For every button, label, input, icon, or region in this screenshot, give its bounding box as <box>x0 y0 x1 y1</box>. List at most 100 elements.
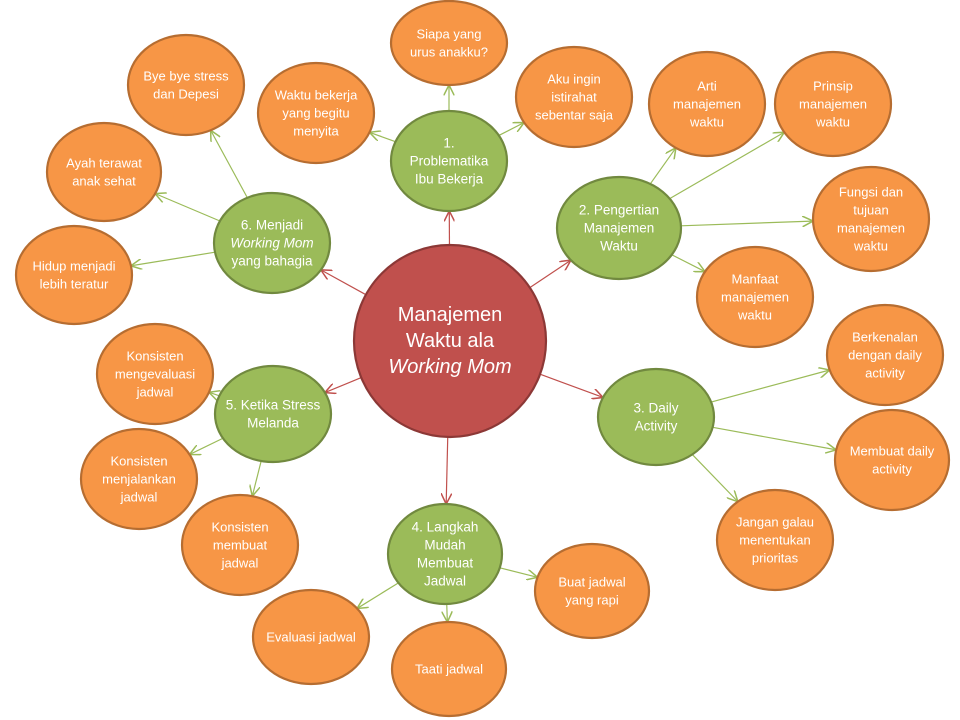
topic-6-to-leaf-3-arrow <box>132 251 216 265</box>
subtopic-node-3-3-label-line: prioritas <box>752 551 799 566</box>
subtopic-node-3-3-label-line: Jangan galau <box>736 515 814 530</box>
subtopic-node-2-3-label-line: waktu <box>853 239 888 254</box>
topic-node-1-label-line: Ibu Bekerja <box>415 172 484 187</box>
topic-2-to-leaf-3-arrow <box>680 221 812 226</box>
subtopic-node-3-3-shape <box>715 488 835 592</box>
topic-node-2-label-line: Waktu <box>600 239 638 254</box>
subtopic-node-6-1-label-line: dan Depesi <box>153 87 219 102</box>
topic-4-to-leaf-1-arrow <box>499 567 537 577</box>
topic-node-1-label-line: 1. <box>443 136 454 151</box>
subtopic-node-1-1-shape <box>256 61 376 165</box>
subtopic-node-2-3-label-line: Fungsi dan <box>839 185 903 200</box>
subtopic-node-4-2: Taati jadwal <box>390 620 508 718</box>
subtopic-node-3-3-label-line: menentukan <box>739 533 811 548</box>
topic-node-2-shape <box>555 175 683 281</box>
topic-node-6-shape <box>212 191 332 295</box>
central-topic-node-label-line: Waktu ala <box>406 330 495 352</box>
subtopic-node-2-1-label-line: Arti <box>697 79 717 94</box>
topic-3-to-leaf-2-arrow <box>712 426 836 449</box>
subtopic-node-5-3-shape <box>180 493 300 597</box>
subtopic-node-3-1-label-line: activity <box>865 366 905 381</box>
subtopic-node-3-2-shape <box>833 408 951 512</box>
topic-node-5-label-line: 5. Ketika Stress <box>226 398 321 413</box>
topic-5-to-leaf-1-arrow <box>210 393 219 396</box>
topic-node-6-label-line: 6. Menjadi <box>241 218 303 233</box>
subtopic-node-5-1-label-line: jadwal <box>136 385 174 400</box>
topic-node-5-label-line: Melanda <box>247 416 299 431</box>
subtopic-node-2-1-shape <box>647 50 767 158</box>
subtopic-node-4-1-label-line: Buat jadwal <box>558 575 625 590</box>
subtopic-node-6-1: Bye bye stress dan Depesi <box>126 33 246 137</box>
subtopic-node-1-1-label-line: menyita <box>293 124 339 139</box>
subtopic-node-2-1-label-line: manajemen <box>673 97 741 112</box>
topic-1-to-leaf-1-arrow <box>370 133 396 143</box>
topic-node-2-label-line: 2. Pengertian <box>579 203 659 218</box>
subtopic-node-1-1-label-line: Waktu bekerja <box>275 88 358 103</box>
subtopic-node-1-1-label-line: yang begitu <box>282 106 349 121</box>
topic-1-to-leaf-3-arrow <box>498 123 523 137</box>
subtopic-node-1-2-shape <box>389 0 509 87</box>
subtopic-node-5-1-shape <box>95 322 215 426</box>
subtopic-node-1-3-label-line: Aku ingin <box>547 72 600 87</box>
topic-6-to-leaf-1-arrow <box>211 131 248 199</box>
topic-node-3-label-line: Activity <box>635 419 678 434</box>
subtopic-node-2-2-label-line: manajemen <box>799 97 867 112</box>
subtopic-node-5-3-label-line: jadwal <box>221 556 259 571</box>
subtopic-node-5-1-label-line: mengevaluasi <box>115 367 195 382</box>
subtopic-node-1-3-shape <box>514 45 634 149</box>
connector-layer <box>132 86 835 621</box>
topic-4-to-leaf-2-arrow <box>447 603 448 621</box>
subtopic-node-1-2-label-line: urus anakku? <box>410 45 488 60</box>
topic-2-to-leaf-1-arrow <box>649 149 675 185</box>
subtopic-node-5-2: Konsisten menjalankan jadwal <box>79 427 199 531</box>
subtopic-node-4-1-shape <box>533 542 651 640</box>
subtopic-node-2-2-label-line: waktu <box>815 115 850 130</box>
topic-node-3-shape <box>596 367 716 467</box>
subtopic-node-5-2-label-line: menjalankan <box>102 472 176 487</box>
center-to-topic-5-arrow <box>326 377 362 393</box>
central-topic-node-label-line: Manajemen <box>398 304 503 326</box>
topic-node-5-shape <box>213 364 333 464</box>
subtopic-node-3-3: Jangan galau menentukan prioritas <box>715 488 835 592</box>
topic-3-to-leaf-3-arrow <box>691 454 737 500</box>
subtopic-node-6-3-label-line: Hidup menjadi <box>32 259 115 274</box>
subtopic-node-6-1-label-line: Bye bye stress <box>143 69 229 84</box>
subtopic-node-5-2-label-line: Konsisten <box>110 454 167 469</box>
subtopic-node-4-2-label-line: Taati jadwal <box>415 662 483 677</box>
subtopic-node-2-3-label-line: manajemen <box>837 221 905 236</box>
subtopic-node-4-2-shape <box>390 620 508 718</box>
topic-node-4-label-line: 4. Langkah <box>412 520 479 535</box>
topic-node-4-label-line: Membuat <box>417 556 474 571</box>
subtopic-node-5-2-label-line: jadwal <box>120 490 158 505</box>
subtopic-node-5-2-shape <box>79 427 199 531</box>
subtopic-node-1-1: Waktu bekerja yang begitu menyita <box>256 61 376 165</box>
subtopic-node-1-3-label-line: sebentar saja <box>535 108 614 123</box>
subtopic-node-2-4-shape <box>695 245 815 349</box>
subtopic-node-4-3-label-line: Evaluasi jadwal <box>266 630 356 645</box>
subtopic-node-6-2-label-line: anak sehat <box>72 174 136 189</box>
subtopic-node-2-2: Prinsip manajemen waktu <box>773 50 893 158</box>
topic-4-to-leaf-3-arrow <box>358 582 399 608</box>
subtopic-node-2-2-label-line: Prinsip <box>813 79 853 94</box>
subtopic-node-3-2-label-line: Membuat daily <box>850 444 935 459</box>
topic-2-to-leaf-4-arrow <box>671 254 704 271</box>
topic-node-6-label-line: Working Mom <box>230 236 313 251</box>
subtopic-node-2-2-shape <box>773 50 893 158</box>
subtopic-node-2-4-label-line: manajemen <box>721 290 789 305</box>
subtopic-node-5-3-label-line: membuat <box>213 538 268 553</box>
